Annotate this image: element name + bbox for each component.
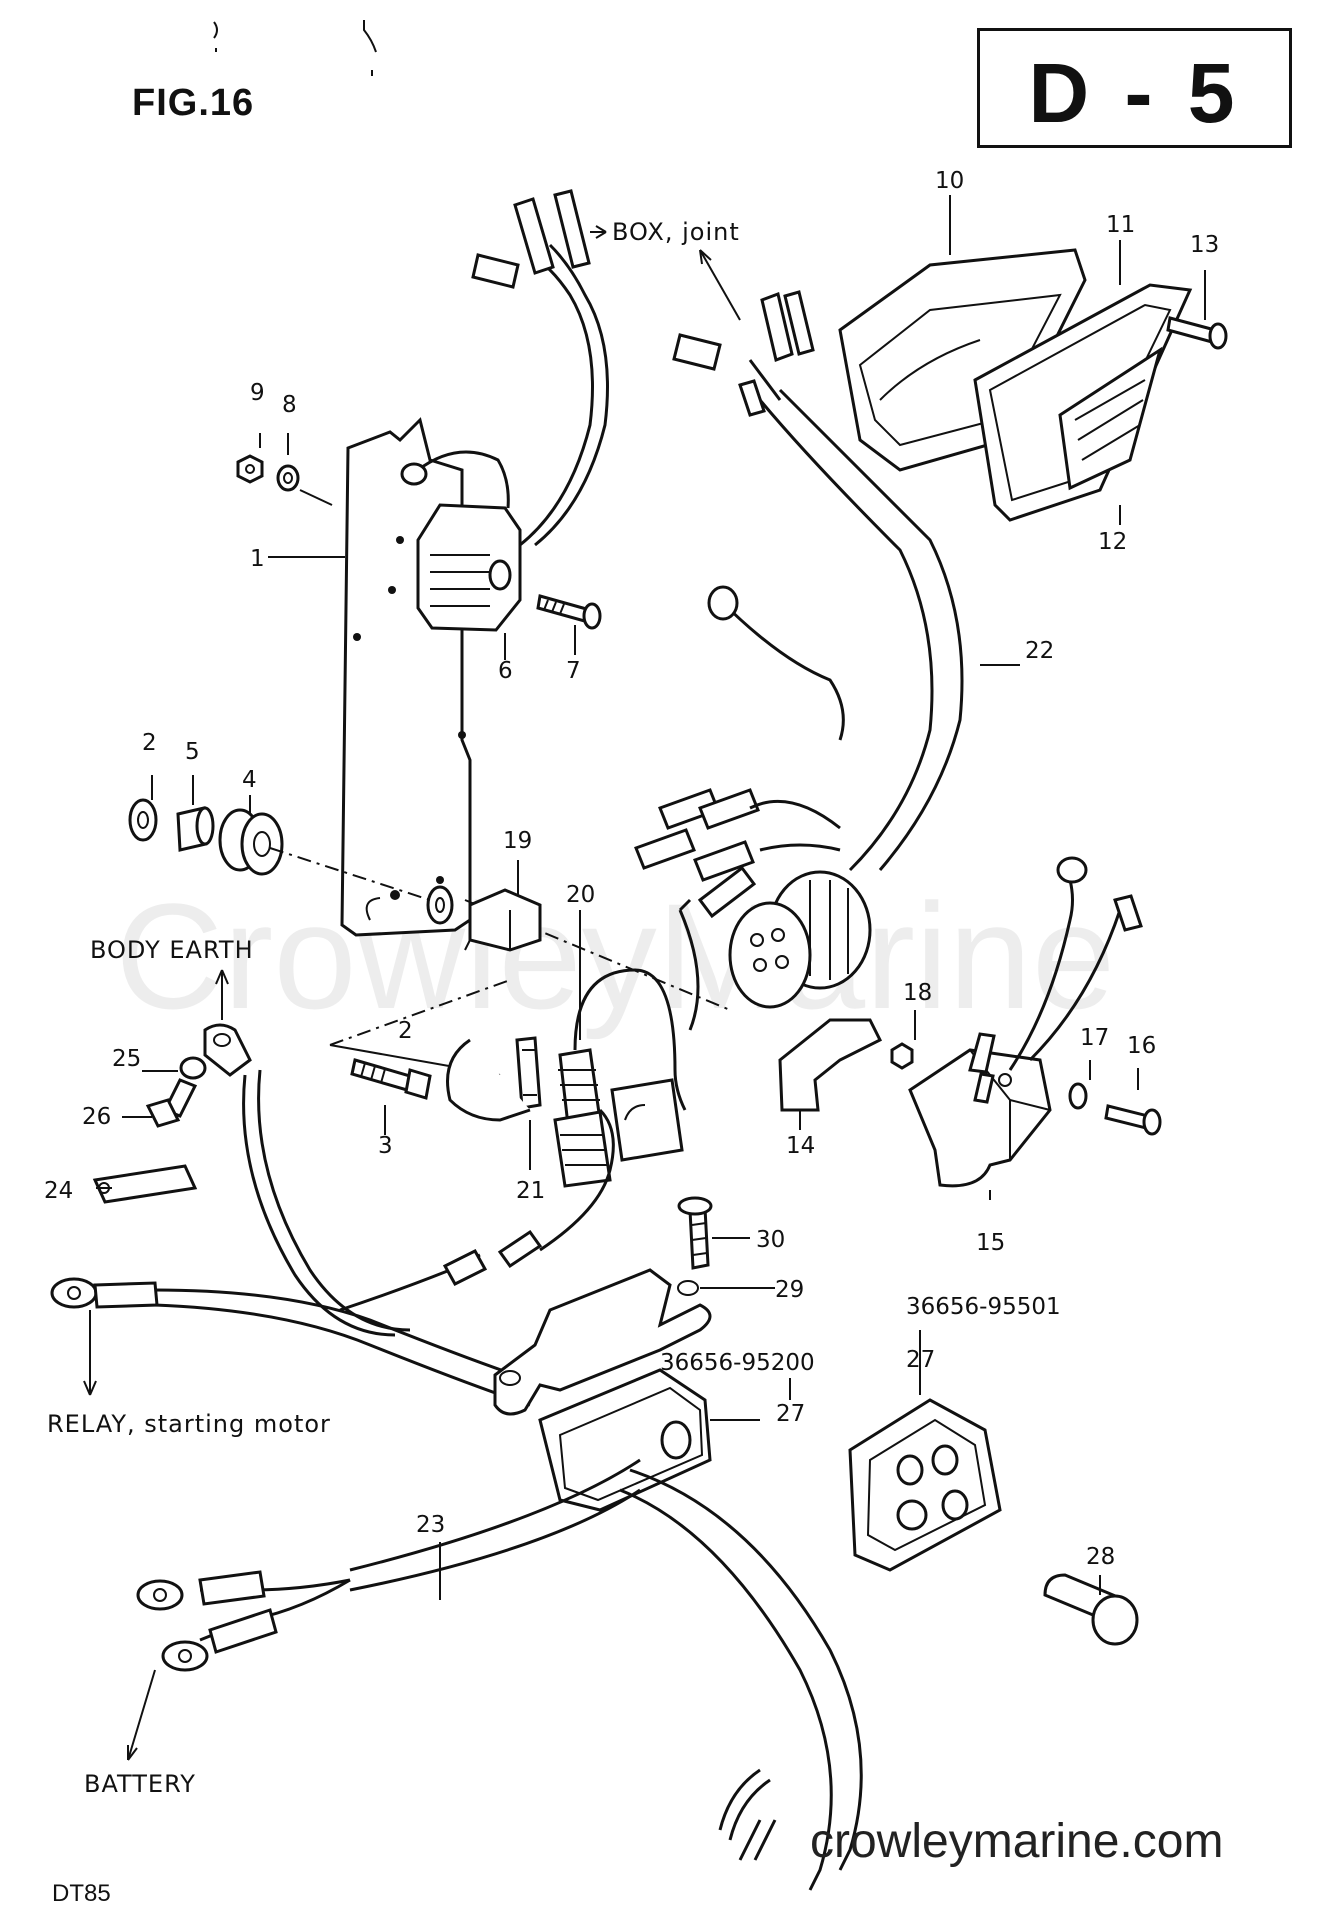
callout-27-a: 27	[776, 1401, 805, 1427]
grommet-27-b	[848, 1398, 1002, 1572]
washer-2-right	[426, 885, 454, 925]
terminal-clip-24	[92, 1164, 198, 1204]
callout-27-b: 27	[906, 1347, 935, 1373]
clamp-29	[493, 1268, 712, 1416]
bolt-26	[145, 1078, 198, 1128]
callout-3: 3	[378, 1133, 393, 1159]
plug-28	[1043, 1573, 1139, 1646]
callout-22: 22	[1025, 638, 1054, 664]
screw-16	[1104, 1104, 1162, 1136]
site-url: crowleymarine.com	[810, 1815, 1224, 1868]
diagram-code-box: D - 5	[977, 28, 1292, 148]
callout-19: 19	[503, 828, 532, 854]
fuse-holder-20	[553, 898, 700, 1188]
screw-7	[536, 594, 602, 630]
bolt-3	[350, 1058, 432, 1100]
callout-10: 10	[935, 168, 964, 194]
callout-4: 4	[242, 767, 257, 793]
callout-15: 15	[976, 1230, 1005, 1256]
annotation-battery: BATTERY	[84, 1770, 196, 1798]
watermark: CrowleyMarine	[115, 872, 1116, 1040]
diagram-code: D - 5	[1028, 46, 1241, 140]
battery-cable-23	[136, 1458, 863, 1891]
annotation-box-joint: BOX, joint	[612, 218, 740, 246]
callout-23: 23	[416, 1512, 445, 1538]
nut-9	[236, 454, 264, 484]
callout-7: 7	[566, 658, 581, 684]
regulator-lead-wires	[471, 189, 609, 547]
screw-13	[1166, 316, 1228, 350]
annotation-relay: RELAY, starting motor	[47, 1410, 331, 1438]
figure-title: FIG.16	[132, 82, 255, 124]
callout-5: 5	[185, 739, 200, 765]
callout-11: 11	[1106, 212, 1135, 238]
callout-30: 30	[756, 1227, 785, 1253]
callout-18: 18	[903, 980, 932, 1006]
callout-2-left: 2	[142, 730, 157, 756]
model-label: DT85	[52, 1880, 111, 1907]
callout-25: 25	[112, 1046, 141, 1072]
earth-terminal	[203, 1023, 411, 1337]
relay-lead	[50, 1108, 615, 1407]
callout-24: 24	[44, 1178, 73, 1204]
callout-26: 26	[82, 1104, 111, 1130]
callout-13: 13	[1190, 232, 1219, 258]
wire-harness-22	[672, 290, 964, 872]
regulator	[400, 450, 522, 632]
washer-17	[1068, 1082, 1088, 1110]
grommet-27-a	[538, 1368, 712, 1512]
callout-9: 9	[250, 380, 265, 406]
nut-18	[890, 1042, 914, 1070]
callout-1: 1	[250, 546, 265, 572]
part-number-grommet-b: 36656-95501	[906, 1294, 1061, 1320]
annotation-body-earth: BODY EARTH	[90, 936, 254, 964]
harness-connectors	[634, 788, 841, 919]
screw-30	[677, 1196, 713, 1270]
fuse-21	[446, 1036, 542, 1122]
callout-2-right: 2	[398, 1018, 413, 1044]
washer-8	[276, 464, 300, 492]
callout-12: 12	[1098, 529, 1127, 555]
callout-8: 8	[282, 392, 297, 418]
washer-2-left	[128, 798, 158, 842]
washer-25	[179, 1056, 207, 1080]
part-number-grommet-a: 36656-95200	[660, 1350, 815, 1376]
callout-21: 21	[516, 1178, 545, 1204]
callout-28: 28	[1086, 1544, 1115, 1570]
callout-16: 16	[1127, 1033, 1156, 1059]
bracket-14	[778, 1018, 883, 1112]
callout-6: 6	[498, 658, 513, 684]
callout-20: 20	[566, 882, 595, 908]
leader-lines	[96, 195, 1206, 1600]
callout-29: 29	[775, 1277, 804, 1303]
grommet-4	[218, 808, 284, 876]
scribble-marks	[213, 20, 377, 76]
callout-17: 17	[1080, 1025, 1109, 1051]
callout-14: 14	[786, 1133, 815, 1159]
spacer-5	[176, 806, 215, 852]
mounting-plate	[340, 417, 472, 937]
fuse-bracket-19	[464, 888, 542, 952]
label-plate-12	[1058, 346, 1163, 491]
starter-relay-15	[908, 856, 1143, 1188]
round-connector	[728, 870, 872, 1009]
